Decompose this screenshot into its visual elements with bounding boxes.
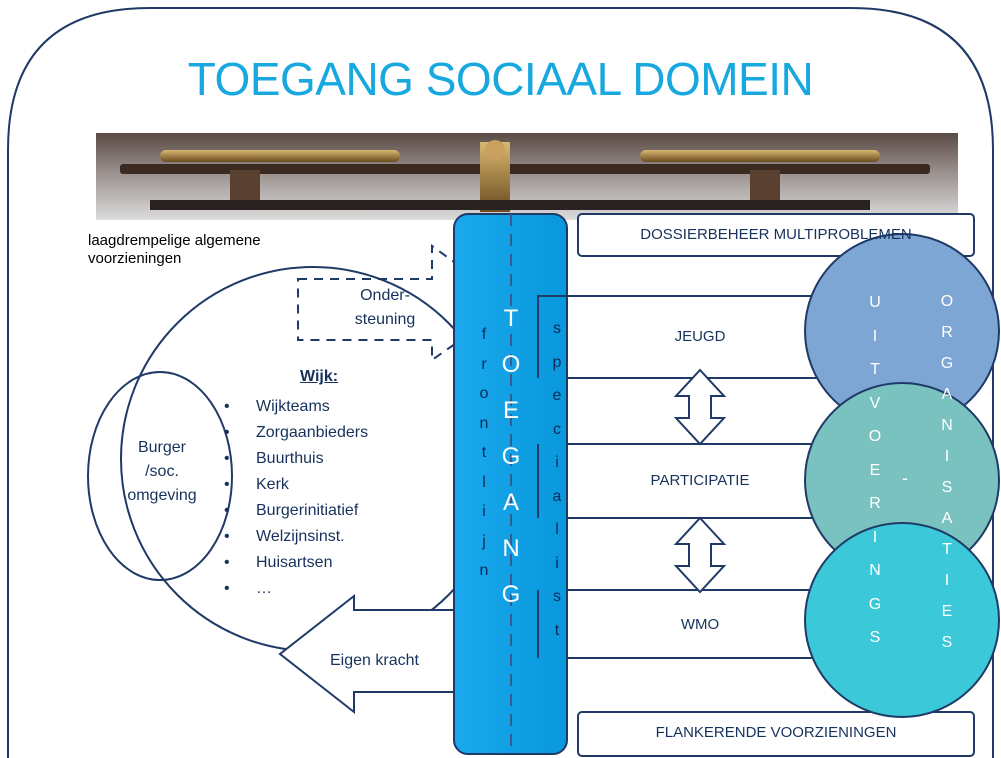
access-letter: E bbox=[502, 397, 519, 424]
frontline-letter: t bbox=[481, 444, 487, 461]
specialist-letter: s bbox=[553, 588, 561, 605]
box-flankerend bbox=[577, 711, 975, 757]
execution-letter: G bbox=[868, 595, 882, 613]
support-line-1: Onder- bbox=[360, 287, 410, 304]
label-flankerend: FLANKERENDE VOORZIENINGEN bbox=[655, 724, 897, 741]
execution-letter: S bbox=[869, 629, 881, 646]
access-letter: A bbox=[502, 489, 519, 516]
neighbourhood-item: … bbox=[216, 576, 368, 602]
neighbourhood-item: Welzijnsinst. bbox=[216, 524, 368, 550]
frontline-letter: n bbox=[479, 562, 489, 579]
execution-letter: E bbox=[869, 461, 881, 479]
frontline-letter: i bbox=[482, 503, 486, 520]
support-label: Onder- steuning bbox=[330, 284, 440, 332]
organisation-letter: A bbox=[941, 510, 953, 527]
organisation-letter: A bbox=[941, 386, 953, 403]
scale-image bbox=[96, 133, 958, 220]
organisation-letter: R bbox=[941, 324, 953, 341]
own-strength-label: Eigen kracht bbox=[330, 652, 419, 669]
organisation-letter: I bbox=[944, 572, 950, 589]
neighbourhood-item: Buurthuis bbox=[216, 446, 368, 472]
neighbourhood-heading: Wijk: bbox=[300, 368, 339, 385]
access-letter: N bbox=[502, 535, 520, 562]
specialist-letter: a bbox=[552, 487, 562, 505]
frontline-letter: j bbox=[482, 532, 486, 550]
citizen-line-3: omgeving bbox=[127, 487, 197, 504]
support-line-2: steuning bbox=[354, 311, 416, 328]
specialist-letter: e bbox=[552, 387, 562, 404]
neighbourhood-item: Burgerinitiatief bbox=[216, 498, 368, 524]
label-wmo: WMO bbox=[680, 616, 720, 633]
support-callout bbox=[297, 244, 514, 362]
neighbourhood-item: Kerk bbox=[216, 472, 368, 498]
neighbourhood-list: WijkteamsZorgaanbiedersBuurthuisKerkBurg… bbox=[216, 394, 368, 602]
double-arrow-2 bbox=[673, 516, 727, 594]
low-threshold-label: laagdrempelige algemene voorzieningen bbox=[88, 232, 261, 268]
access-letter: O bbox=[501, 351, 521, 378]
specialist-letter: s bbox=[553, 320, 561, 337]
frontline-letter: n bbox=[479, 414, 489, 432]
organisation-circle-bottom bbox=[804, 522, 1000, 718]
organisation-letter: S bbox=[941, 634, 953, 651]
double-arrow-1 bbox=[673, 368, 727, 446]
outer-frame bbox=[7, 7, 994, 758]
specialist-bracket bbox=[537, 295, 568, 658]
neighbourhood-item: Wijkteams bbox=[216, 394, 368, 420]
access-letter: G bbox=[501, 581, 521, 608]
specialist-letter: t bbox=[554, 621, 560, 639]
organisation-letter: E bbox=[941, 603, 953, 620]
specialist-letter: p bbox=[552, 353, 562, 371]
access-letter: T bbox=[503, 305, 519, 332]
low-threshold-line-1: laagdrempelige algemene bbox=[88, 232, 261, 249]
execution-letter: I bbox=[872, 528, 878, 546]
citizen-line-1: Burger bbox=[137, 439, 187, 456]
citizen-line-2: /soc. bbox=[145, 463, 179, 480]
own-strength-arrow bbox=[278, 593, 462, 715]
organisation-letter: G bbox=[940, 355, 954, 372]
organisation-letter: I bbox=[944, 448, 950, 465]
organisation-letter: N bbox=[941, 417, 953, 434]
frontline-letter: r bbox=[481, 355, 487, 373]
execution-letter: U bbox=[869, 294, 881, 311]
access-letter: G bbox=[501, 443, 521, 470]
label-dossier: DOSSIERBEHEER MULTIPROBLEMEN bbox=[640, 226, 912, 243]
frontline-letter: l bbox=[482, 473, 486, 491]
frontline-letter: o bbox=[479, 385, 489, 402]
execution-dash: - bbox=[902, 468, 908, 488]
label-participatie: PARTICIPATIE bbox=[650, 472, 750, 489]
execution-letter: I bbox=[872, 327, 878, 345]
organisation-letter: T bbox=[942, 541, 952, 558]
execution-letter: N bbox=[869, 562, 881, 579]
citizen-label: Burger /soc. omgeving bbox=[112, 436, 212, 508]
execution-letter: T bbox=[870, 361, 880, 378]
specialist-letter: l bbox=[555, 521, 559, 538]
label-jeugd: JEUGD bbox=[674, 328, 726, 345]
organisation-letter: O bbox=[940, 293, 954, 310]
specialist-letter: c bbox=[553, 420, 561, 438]
neighbourhood-item: Huisartsen bbox=[216, 550, 368, 576]
specialist-letter: i bbox=[555, 554, 559, 572]
organisation-letter: S bbox=[941, 479, 953, 496]
page-title: TOEGANG SOCIAAL DOMEIN bbox=[187, 53, 814, 105]
specialist-letter: i bbox=[555, 454, 559, 471]
execution-letter: R bbox=[869, 495, 881, 512]
low-threshold-line-2: voorzieningen bbox=[88, 250, 182, 267]
execution-letter: V bbox=[869, 394, 881, 412]
neighbourhood-item: Zorgaanbieders bbox=[216, 420, 368, 446]
execution-letter: O bbox=[868, 428, 882, 445]
frontline-letter: f bbox=[481, 326, 487, 343]
